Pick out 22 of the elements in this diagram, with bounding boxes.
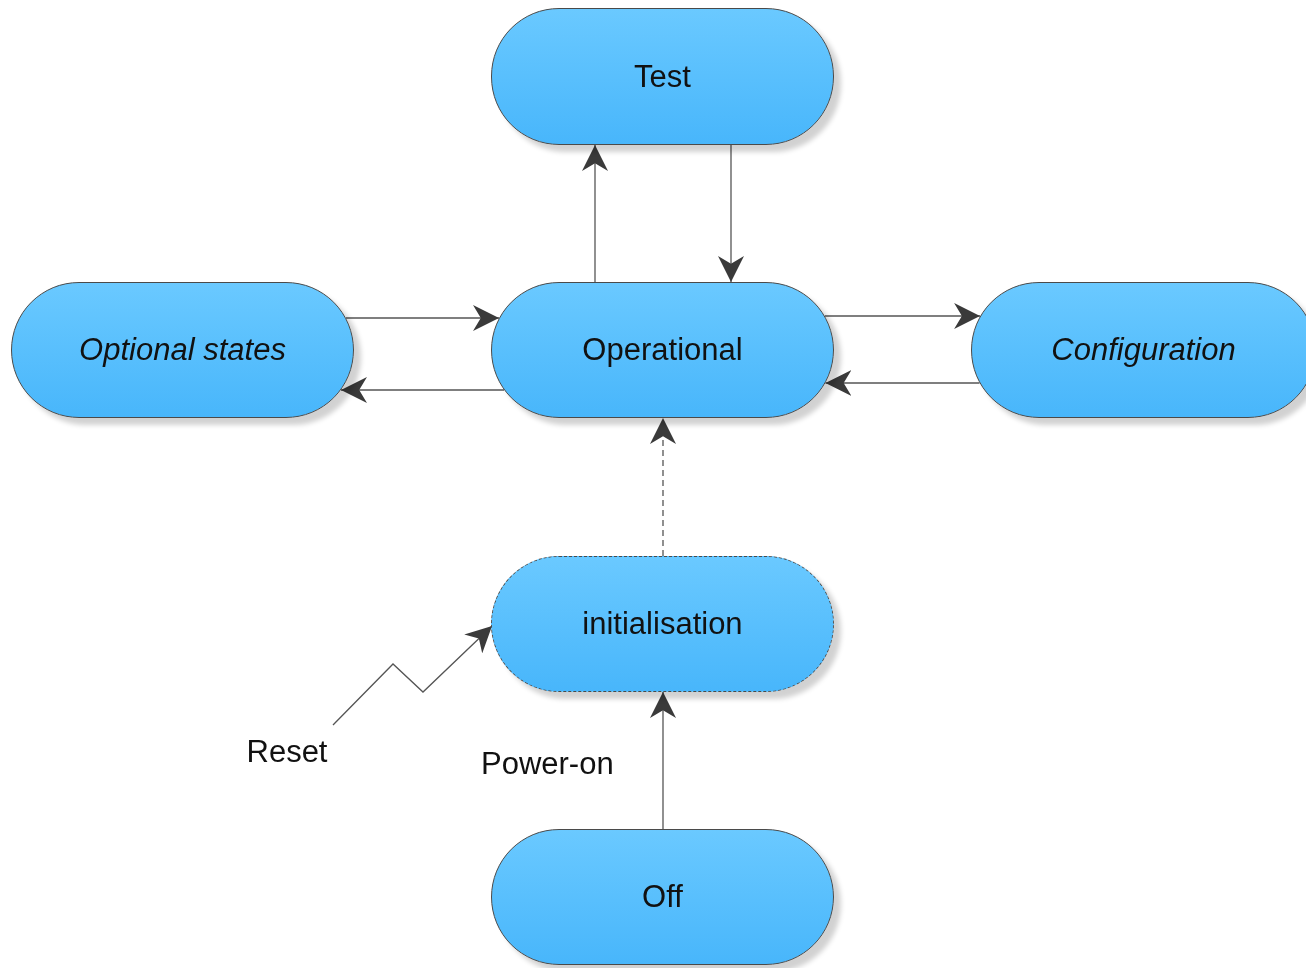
arrow (824, 303, 981, 329)
arrow (332, 625, 493, 726)
arrow (340, 377, 505, 403)
event-label: Reset (246, 734, 328, 770)
state-box (491, 282, 834, 418)
arrow (345, 305, 500, 331)
dashed-arrow (650, 417, 676, 557)
state-label: initialisation (582, 606, 743, 642)
arrow (582, 144, 608, 283)
state-label: Configuration (1051, 332, 1236, 368)
state-box (491, 8, 834, 145)
state-label: Test (634, 58, 691, 95)
state-label: Off (642, 879, 683, 915)
arrow (718, 144, 744, 283)
arrow (824, 370, 981, 396)
arrow (650, 691, 676, 830)
state-box (11, 282, 354, 418)
state-label: Optional states (79, 332, 286, 368)
state-box (971, 282, 1306, 418)
state-box (491, 556, 834, 692)
state-box (491, 829, 834, 965)
state-label: Operational (582, 332, 743, 368)
